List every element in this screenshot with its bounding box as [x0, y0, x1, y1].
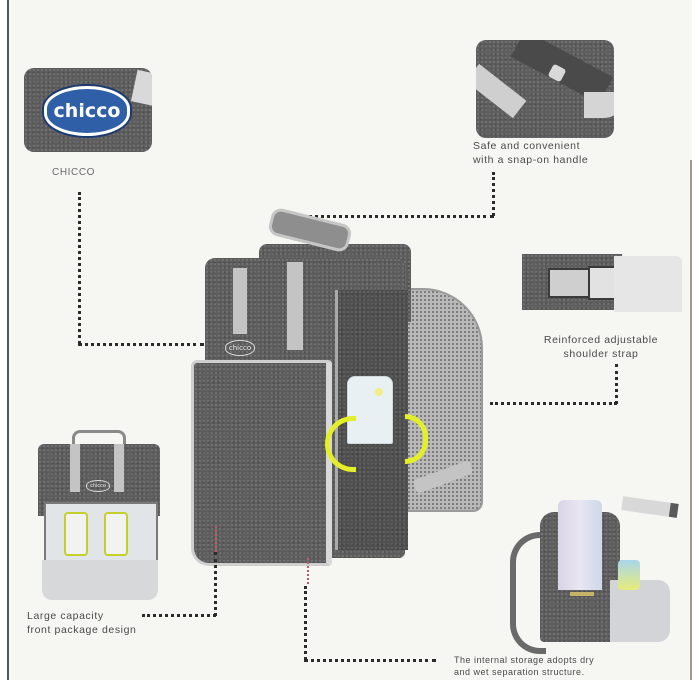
storage-zip-pull [570, 592, 594, 596]
handle-strap-right [584, 92, 614, 118]
capacity-logo: chicco [86, 480, 110, 492]
seam-highlight-corner [215, 526, 221, 552]
bottle-cap-dot [375, 388, 383, 396]
strap-pad [614, 256, 682, 312]
chicco-logo: chicco [44, 86, 130, 136]
storage-inner-dividers [558, 500, 602, 590]
caption-storage: The internal storage adopts dry and wet … [454, 655, 595, 677]
capacity-strap-right [114, 444, 124, 492]
strap-detail-inset [522, 252, 682, 332]
front-pocket [191, 360, 332, 566]
capacity-handle [72, 430, 126, 451]
corner-tag [130, 69, 152, 107]
leader-strap-horizontal [490, 402, 617, 405]
storage-inset [510, 492, 680, 654]
strap-buckle-tab [548, 268, 592, 298]
leader-storage-vertical [304, 586, 307, 660]
grab-strap-right [287, 262, 303, 350]
brand-logo-inset: chicco [24, 68, 152, 152]
seam-highlight-bottom [307, 558, 313, 584]
page-edge [690, 160, 700, 680]
leader-brand-horizontal [78, 343, 204, 346]
handle-detail-inset [476, 40, 614, 138]
main-backpack: chicco [185, 206, 505, 590]
capacity-inset: chicco [34, 430, 164, 600]
grab-strap-left [233, 268, 247, 334]
leader-strap-vertical [615, 364, 618, 404]
leader-handle-horizontal [296, 215, 494, 218]
caption-brand: CHICCO [52, 167, 96, 178]
caption-handle: Safe and convenient with a snap-on handl… [473, 140, 589, 166]
leader-capacity-vertical [214, 552, 217, 616]
bag-chicco-logo: chicco [225, 340, 255, 356]
bottle-handle-left [325, 416, 356, 472]
handle-strap-left [476, 63, 527, 119]
leader-capacity-horizontal [142, 614, 216, 617]
leader-storage-horizontal [304, 659, 436, 662]
storage-side-item [618, 560, 640, 590]
storage-handle-right [621, 496, 679, 518]
caption-strap: Reinforced adjustable shoulder strap [543, 334, 659, 360]
capacity-open-interior [44, 502, 158, 564]
leader-handle-vertical [492, 172, 495, 216]
caption-capacity: Large capacity front package design [27, 610, 137, 636]
leader-brand-vertical [78, 192, 81, 344]
storage-side-flap [610, 580, 670, 642]
capacity-front-flap [42, 560, 158, 600]
storage-bag-strap [510, 532, 546, 654]
capacity-item-1 [64, 512, 88, 556]
capacity-item-2 [104, 512, 128, 556]
capacity-strap-left [70, 444, 80, 492]
